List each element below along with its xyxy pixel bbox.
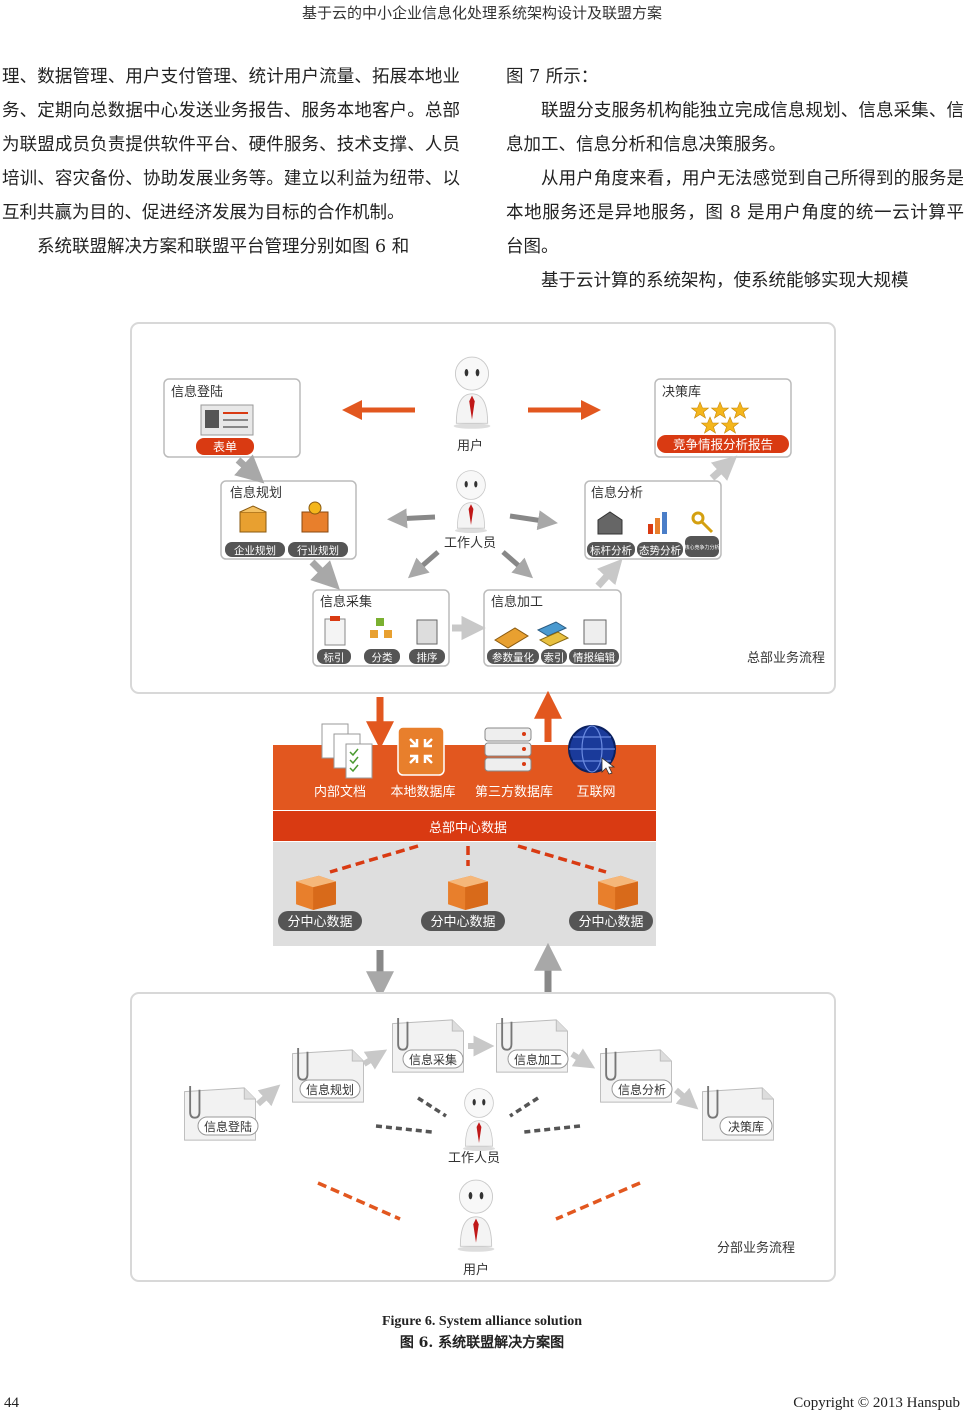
tag-label: 核心竞争力分析 (684, 544, 719, 551)
paragraph: 联盟分支服务机构能独立完成信息规划、信息采集、信息加工、信息分析和信息决策服务。 (506, 101, 964, 155)
hq-planning-title: 信息规划 (230, 485, 282, 501)
hq-analysis-title: 信息分析 (591, 485, 643, 501)
branch-worker-label: 工作人员 (448, 1151, 500, 1166)
source-label: 第三方数据库 (475, 784, 553, 800)
hq-user-label: 用户 (457, 438, 483, 454)
tag (637, 542, 683, 557)
tag (611, 1079, 673, 1099)
figure-caption-cn: 图 6. 系统联盟解决方案图 (399, 1335, 565, 1351)
stars-icon (690, 401, 750, 434)
hq-data-band (273, 811, 656, 841)
tag (317, 649, 351, 664)
tag-label: 态势分析 (639, 544, 681, 557)
tag (225, 542, 285, 557)
tag (569, 911, 653, 931)
box-icon (296, 875, 336, 910)
figure-caption-en: Figure 6. System alliance solution (381, 1314, 583, 1329)
left-column: 理、数据管理、用户支付管理、统计用户流量、拓展本地业务、定期向总数据中心发送业务… (2, 60, 460, 264)
hq-planning-box (220, 480, 357, 560)
branch-data-label: 分中心数据 (578, 915, 643, 930)
tag-label: 参数量化 (492, 651, 534, 664)
hq-collection-box (312, 589, 450, 667)
hq-processing-title: 信息加工 (491, 594, 543, 610)
page-number: 44 (4, 1395, 19, 1411)
tag (197, 1116, 259, 1136)
hq-data-label: 总部中心数据 (429, 821, 507, 836)
paragraph: 从用户角度来看，用户无法感觉到自己所得到的服务是本地服务还是异地服务，图 8 是… (506, 169, 964, 257)
tag-label: 表单 (213, 440, 237, 454)
source-label: 内部文档 (314, 784, 366, 800)
branch-step-label: 信息分析 (618, 1082, 666, 1097)
branch-data-label: 分中心数据 (287, 915, 352, 930)
copyright: Copyright © 2013 Hanspub (793, 1395, 960, 1411)
tag (402, 1049, 464, 1069)
local-database-icon (397, 726, 445, 776)
globe-icon (568, 725, 616, 775)
tag (288, 542, 348, 557)
collection-icons (324, 616, 438, 646)
source-label: 互联网 (576, 785, 615, 800)
branch-panel-label: 分部业务流程 (717, 1240, 795, 1256)
hq-decision-title: 决策库 (662, 384, 701, 400)
branch-step-label: 信息加工 (514, 1052, 562, 1067)
tag (278, 911, 362, 931)
tag (657, 435, 789, 453)
tag (569, 649, 619, 664)
tag-label: 企业规划 (234, 544, 276, 557)
source-label: 本地数据库 (390, 784, 455, 800)
tag (196, 438, 254, 455)
box-icon (598, 875, 638, 910)
box-icon (448, 875, 488, 910)
documents-icon (321, 723, 373, 779)
branch-step-label: 决策库 (728, 1119, 764, 1134)
tag-label: 标引 (324, 651, 345, 664)
analysis-icons (597, 511, 714, 535)
planning-icons (239, 501, 329, 533)
paragraph: 系统联盟解决方案和联盟平台管理分别如图 6 和 (37, 237, 410, 257)
paragraph: 基于云计算的系统架构，使系统能够实现大规模 (541, 271, 909, 291)
branch-step-label: 信息规划 (306, 1082, 354, 1097)
tag-label: 排序 (417, 651, 438, 664)
tag-label: 分类 (372, 651, 393, 664)
branch-step-label: 信息采集 (409, 1052, 457, 1067)
tag (587, 542, 635, 557)
tag (409, 649, 445, 664)
tag (541, 649, 567, 664)
branch-step-label: 信息登陆 (204, 1119, 252, 1134)
tag (719, 1116, 773, 1136)
hq-panel-label: 总部业务流程 (747, 650, 825, 666)
hq-worker-label: 工作人员 (444, 536, 496, 551)
branch-user-label: 用户 (463, 1262, 489, 1278)
tag (685, 536, 719, 557)
paragraph: 图 7 所示： (506, 67, 599, 87)
hq-login-title: 信息登陆 (171, 384, 223, 400)
tag (487, 649, 539, 664)
tag (299, 1079, 361, 1099)
tag-label: 行业规划 (297, 544, 339, 557)
paragraph: 理、数据管理、用户支付管理、统计用户流量、拓展本地业务、定期向总数据中心发送业务… (2, 67, 460, 223)
processing-icons (494, 619, 607, 649)
tag-label: 竞争情报分析报告 (673, 437, 773, 452)
server-icon (484, 727, 532, 772)
branch-data-label: 分中心数据 (430, 915, 495, 930)
tag (364, 649, 400, 664)
tag-label: 标杆分析 (590, 544, 632, 557)
tag (507, 1049, 569, 1069)
tag (421, 911, 505, 931)
tag-label: 情报编辑 (573, 651, 615, 664)
hq-collection-title: 信息采集 (320, 594, 372, 610)
running-header: 基于云的中小企业信息化处理系统架构设计及联盟方案 (301, 4, 662, 22)
tag-label: 索引 (544, 651, 565, 664)
right-column: 图 7 所示： 联盟分支服务机构能独立完成信息规划、信息采集、信息加工、信息分析… (506, 60, 964, 298)
